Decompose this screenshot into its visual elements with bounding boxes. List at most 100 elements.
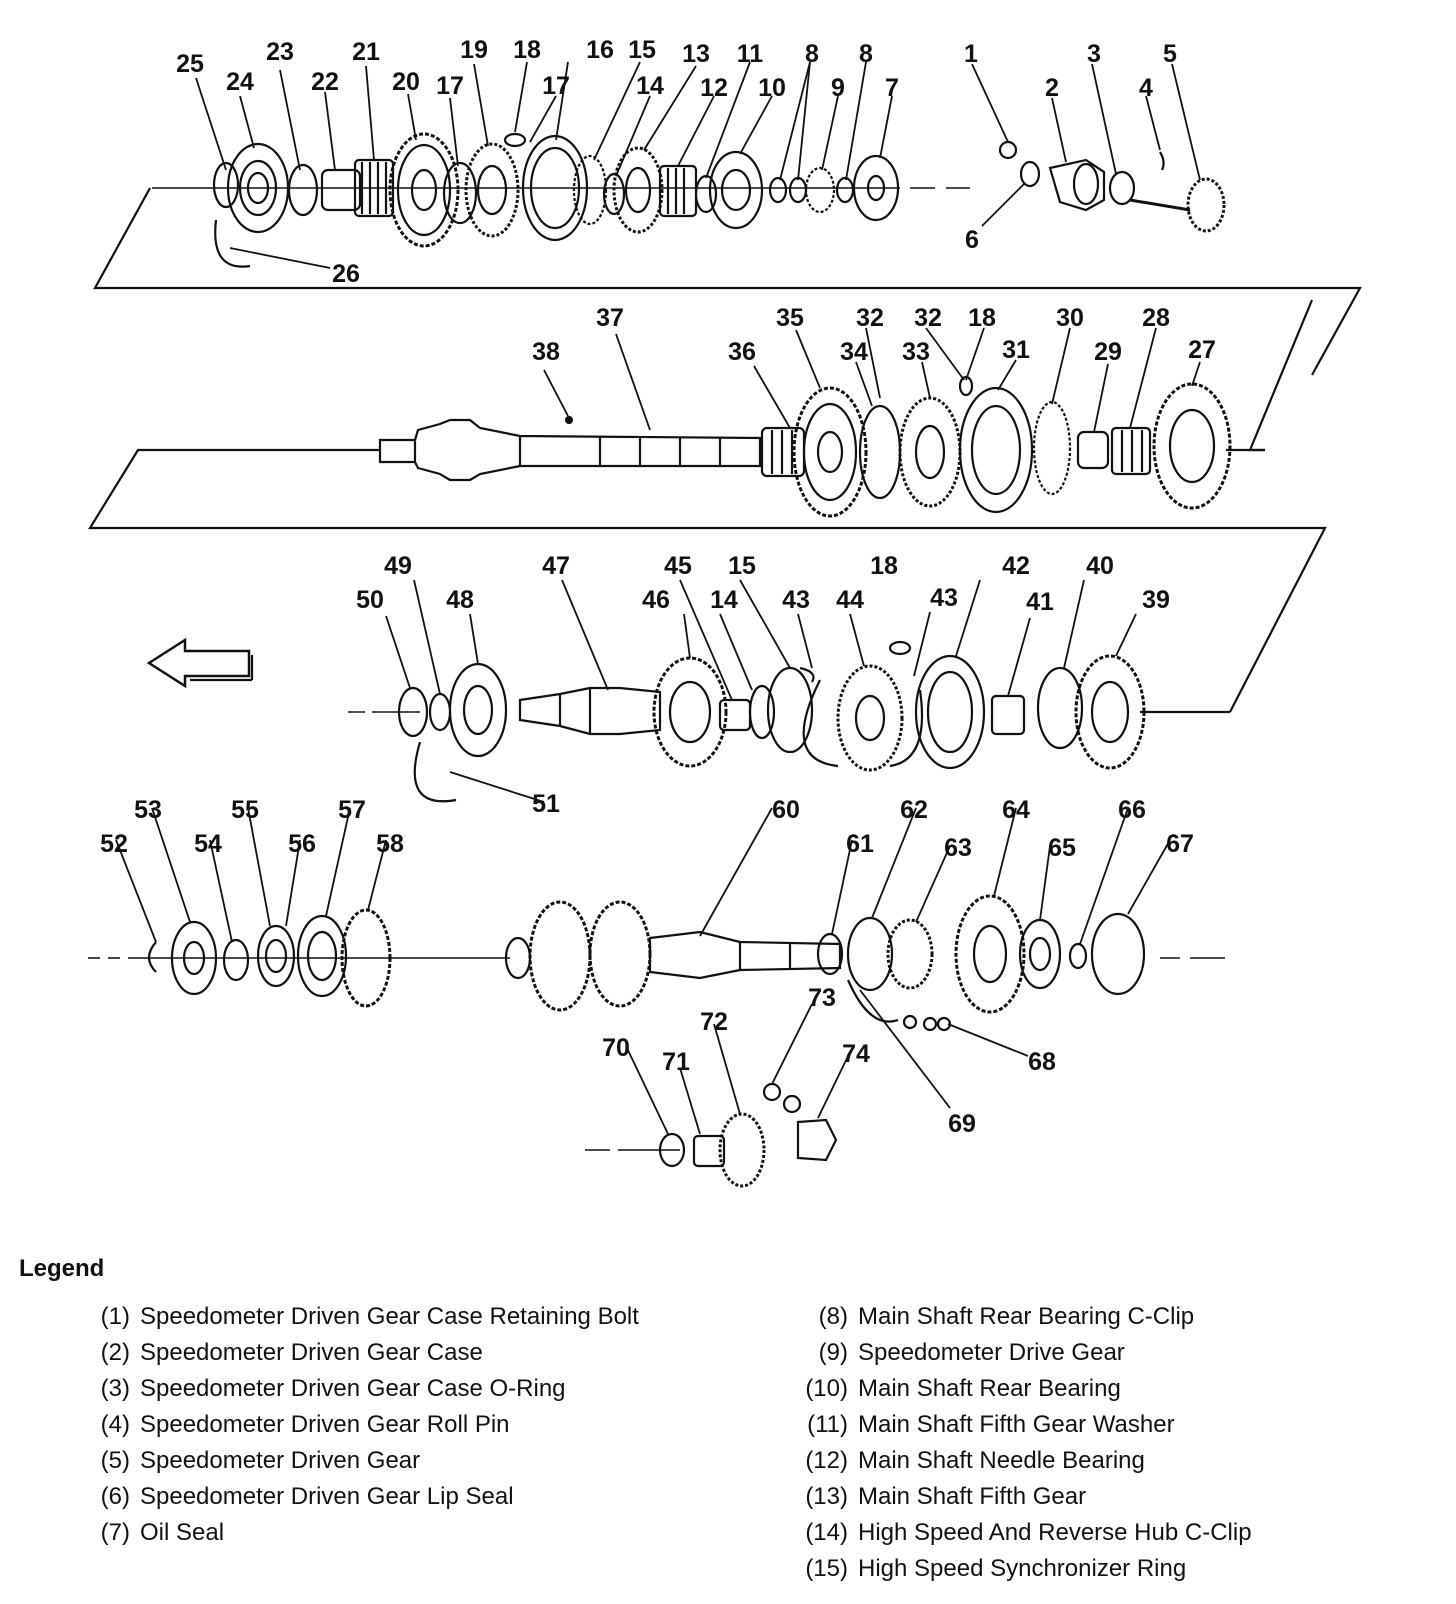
- legend-item: (1) Speedometer Driven Gear Case Retaini…: [72, 1302, 712, 1332]
- callout-15: 15: [628, 36, 656, 64]
- callout-48: 48: [446, 586, 474, 614]
- legend-item: (15) High Speed Synchronizer Ring: [790, 1554, 1430, 1584]
- callout-3: 3: [1087, 40, 1101, 68]
- callout-11: 11: [737, 40, 764, 68]
- callout-53: 53: [134, 796, 162, 824]
- legend-text: High Speed Synchronizer Ring: [858, 1555, 1187, 1582]
- legend-left-column: (1) Speedometer Driven Gear Case Retaini…: [72, 1302, 712, 1554]
- callout-61: 61: [846, 830, 874, 858]
- callout-62: 62: [900, 796, 928, 824]
- callout-14-row3: 14: [710, 586, 738, 614]
- callout-29: 29: [1094, 338, 1122, 366]
- legend-text: Main Shaft Rear Bearing C-Clip: [858, 1303, 1195, 1330]
- legend-text: Speedometer Driven Gear: [140, 1447, 421, 1474]
- leader-lines: [115, 61, 1201, 1135]
- callout-28: 28: [1142, 304, 1170, 332]
- callout-35: 35: [776, 304, 804, 332]
- callout-27: 27: [1188, 336, 1216, 364]
- legend-item: (14) High Speed And Reverse Hub C-Clip: [790, 1518, 1430, 1548]
- callout-7: 7: [885, 74, 899, 102]
- legend-text: Main Shaft Needle Bearing: [858, 1447, 1145, 1474]
- legend-item: (5) Speedometer Driven Gear: [72, 1446, 712, 1476]
- callout-43a: 43: [782, 586, 810, 614]
- legend-number: (6): [100, 1483, 130, 1510]
- callout-26: 26: [332, 260, 360, 288]
- callout-57: 57: [338, 796, 366, 824]
- legend-number: (13): [805, 1483, 848, 1510]
- callout-8b: 8: [859, 40, 873, 68]
- legend-item: (13) Main Shaft Fifth Gear: [790, 1482, 1430, 1512]
- callout-47: 47: [542, 552, 570, 580]
- callout-50: 50: [356, 586, 384, 614]
- legend-text: Speedometer Driven Gear Roll Pin: [140, 1411, 510, 1438]
- legend-item: (2) Speedometer Driven Gear Case: [72, 1338, 712, 1368]
- callout-32b: 32: [914, 304, 942, 332]
- callout-40: 40: [1086, 552, 1114, 580]
- callout-6: 6: [965, 226, 979, 254]
- callout-45: 45: [664, 552, 692, 580]
- legend-item: (12) Main Shaft Needle Bearing: [790, 1446, 1430, 1476]
- legend-number: (4): [100, 1411, 130, 1438]
- callout-17a: 17: [542, 72, 570, 100]
- callout-5: 5: [1163, 40, 1177, 68]
- legend-text: Speedometer Driven Gear Case Retaining B…: [140, 1303, 639, 1330]
- callout-38: 38: [532, 338, 560, 366]
- callout-66: 66: [1118, 796, 1146, 824]
- row-4-parts: [88, 894, 1225, 1032]
- legend-item: (6) Speedometer Driven Gear Lip Seal: [72, 1482, 712, 1512]
- legend-item: (3) Speedometer Driven Gear Case O-Ring: [72, 1374, 712, 1404]
- callout-21: 21: [352, 38, 380, 66]
- callout-13: 13: [682, 40, 710, 68]
- legend-text: Speedometer Driven Gear Case O-Ring: [140, 1375, 566, 1402]
- legend-item: (10) Main Shaft Rear Bearing: [790, 1374, 1430, 1404]
- callout-8a: 8: [805, 40, 819, 68]
- legend-text: Speedometer Drive Gear: [858, 1339, 1125, 1366]
- callout-55: 55: [231, 796, 259, 824]
- legend-text: Main Shaft Rear Bearing: [858, 1375, 1121, 1402]
- legend-number: (8): [818, 1303, 848, 1330]
- legend-title: Legend: [19, 1255, 105, 1282]
- callout-18-row2: 18: [968, 304, 996, 332]
- legend-number: (1): [100, 1303, 130, 1330]
- callout-30: 30: [1056, 304, 1084, 332]
- callout-17b: 17: [436, 72, 464, 100]
- callout-41: 41: [1026, 588, 1054, 616]
- legend-text: Speedometer Driven Gear Case: [140, 1339, 483, 1366]
- callout-14: 14: [636, 72, 664, 100]
- row-3-parts: [146, 637, 1230, 803]
- legend-right-column: (8) Main Shaft Rear Bearing C-Clip (9) S…: [790, 1302, 1430, 1590]
- legend-text: Oil Seal: [140, 1519, 225, 1546]
- callout-25: 25: [176, 50, 204, 78]
- callout-43b: 43: [930, 584, 958, 612]
- callout-12: 12: [700, 74, 728, 102]
- row-2-parts: [88, 299, 1327, 713]
- legend-item: (8) Main Shaft Rear Bearing C-Clip: [790, 1302, 1430, 1332]
- legend-number: (7): [100, 1519, 130, 1546]
- legend-item: (7) Oil Seal: [72, 1518, 712, 1548]
- callout-18: 18: [513, 36, 541, 64]
- callout-67: 67: [1166, 830, 1194, 858]
- callout-15-row3: 15: [728, 552, 756, 580]
- callout-18-row3: 18: [870, 552, 898, 580]
- callout-63: 63: [944, 834, 972, 862]
- callout-22: 22: [311, 68, 339, 96]
- callout-39: 39: [1142, 586, 1170, 614]
- legend-item: (4) Speedometer Driven Gear Roll Pin: [72, 1410, 712, 1440]
- callout-20: 20: [392, 68, 420, 96]
- callout-70: 70: [602, 1034, 630, 1062]
- callout-33: 33: [902, 338, 930, 366]
- callout-2: 2: [1045, 74, 1059, 102]
- callout-9: 9: [831, 74, 845, 102]
- callout-65: 65: [1048, 834, 1076, 862]
- legend-text: Main Shaft Fifth Gear: [858, 1483, 1087, 1510]
- callout-51: 51: [532, 790, 560, 818]
- legend-text: High Speed And Reverse Hub C-Clip: [858, 1519, 1252, 1546]
- exploded-transmission-diagram: 1 2 3 4 5 6 7 8 8 9 10 11 12 13 14 15 16…: [88, 36, 1362, 1188]
- legend-text: Main Shaft Fifth Gear Washer: [858, 1411, 1175, 1438]
- callout-31: 31: [1002, 336, 1030, 364]
- callout-74: 74: [842, 1040, 870, 1068]
- callout-1: 1: [964, 40, 978, 68]
- legend-text: Speedometer Driven Gear Lip Seal: [140, 1483, 514, 1510]
- legend-number: (2): [100, 1339, 130, 1366]
